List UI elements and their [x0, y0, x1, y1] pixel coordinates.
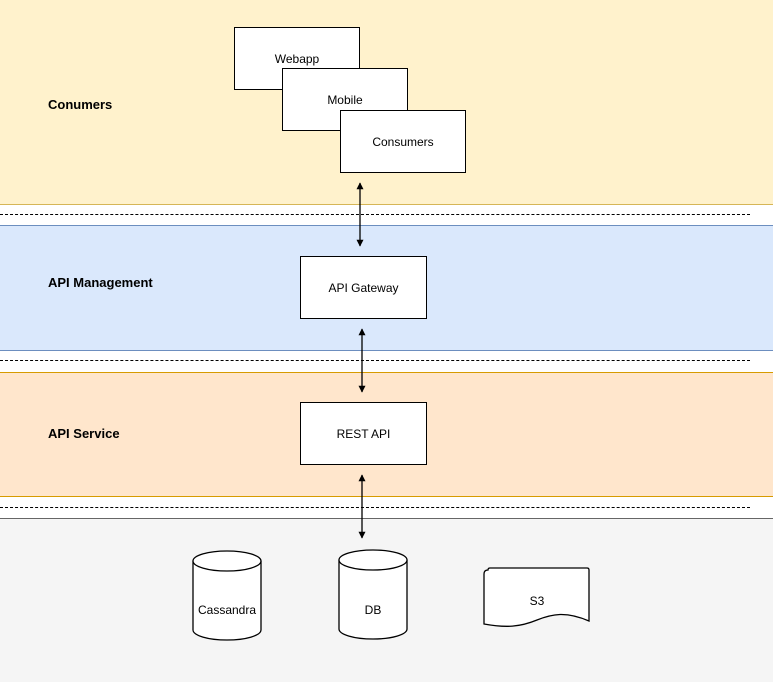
api-service-layer-label: API Service: [48, 426, 120, 441]
layer-separator: [0, 214, 750, 215]
consumers-node[interactable]: Consumers: [340, 110, 466, 173]
cassandra-label: Cassandra: [198, 603, 256, 617]
api-management-layer-label: API Management: [48, 275, 153, 290]
s3-label: S3: [530, 594, 545, 608]
layer-separator: [0, 360, 750, 361]
api-gateway-node[interactable]: API Gateway: [300, 256, 427, 319]
db-label: DB: [365, 603, 382, 617]
webapp-label: Webapp: [274, 52, 320, 66]
mobile-label: Mobile: [327, 93, 363, 107]
rest-api-label: REST API: [336, 426, 391, 441]
db-database-icon[interactable]: DB: [338, 549, 408, 640]
consumers-label: Consumers: [372, 135, 434, 149]
consumers-layer-label: Conumers: [48, 97, 113, 112]
s3-storage-icon[interactable]: S3: [483, 567, 590, 627]
cassandra-database-icon[interactable]: Cassandra: [192, 550, 262, 641]
layer-separator: [0, 507, 750, 508]
api-gateway-label: API Gateway: [328, 280, 399, 295]
rest-api-node[interactable]: REST API: [300, 402, 427, 465]
